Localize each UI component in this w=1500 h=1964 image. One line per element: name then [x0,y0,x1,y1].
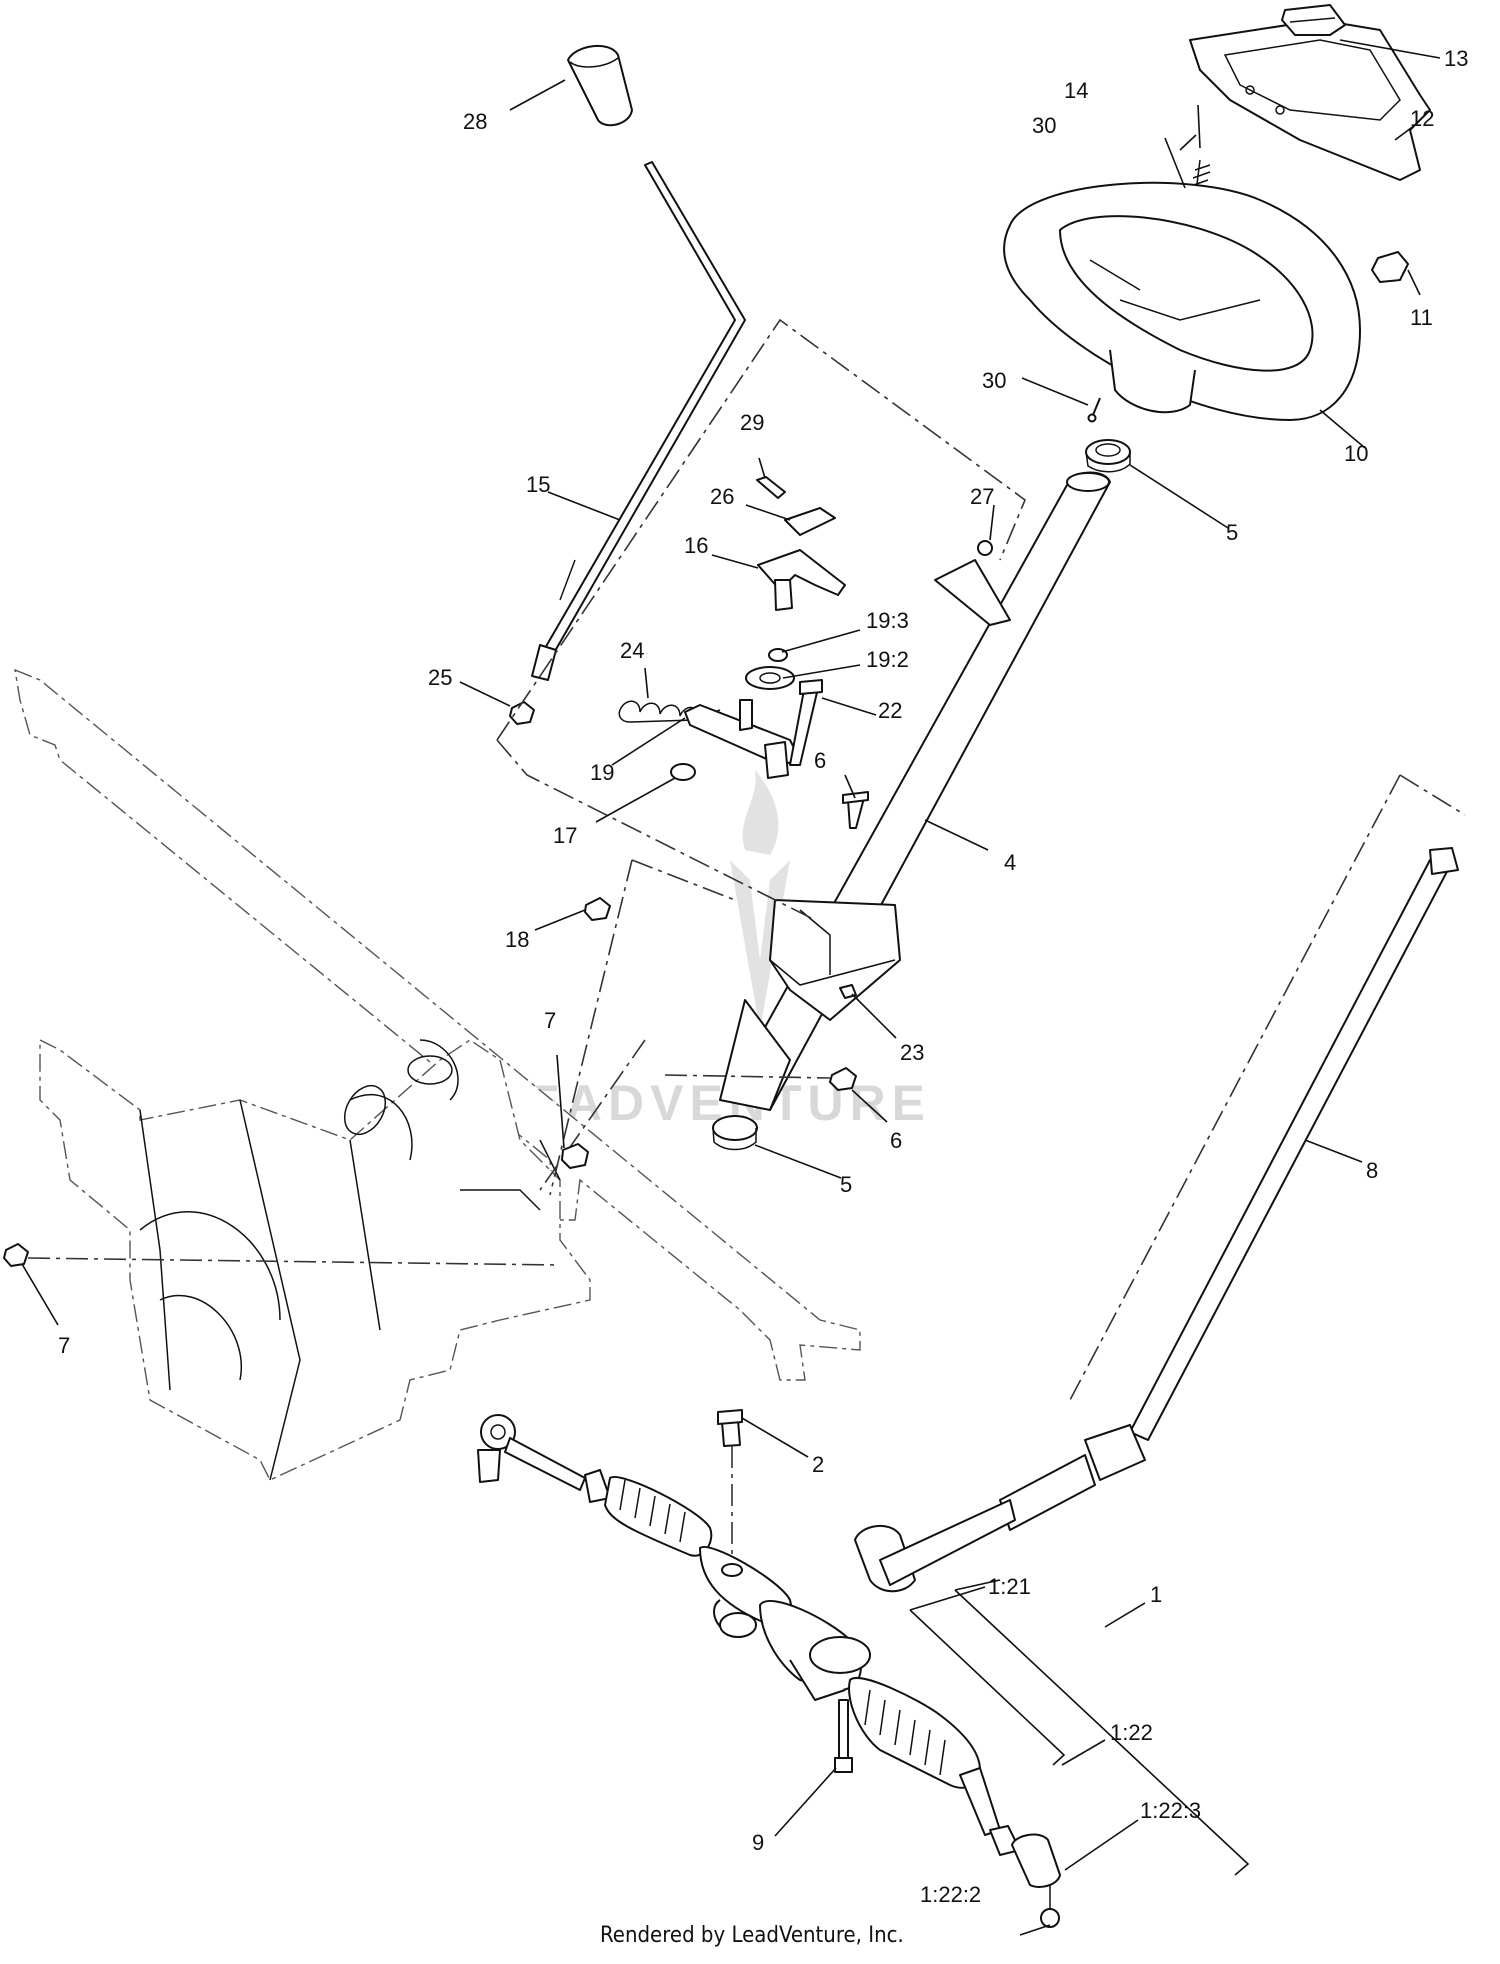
callout-17: 17 [553,823,577,848]
callout-2: 2 [812,1452,824,1477]
footer-credit: Rendered by LeadVenture, Inc. [600,1923,904,1948]
callout-5a: 5 [1226,520,1238,545]
nut-25 [509,701,535,725]
callout-labels: 13 14 12 30 28 11 30 10 29 15 26 27 5 16… [58,46,1468,1907]
steering-wheel [1003,181,1361,421]
center-cap [1281,4,1346,36]
bolt-22 [789,679,823,766]
callout-13: 13 [1444,46,1468,71]
callout-12: 12 [1410,106,1434,131]
callout-9: 9 [752,1830,764,1855]
nut-7b [3,1243,561,1267]
steering-shaft [1069,774,1466,1441]
screw-30b [1087,397,1101,423]
callout-8: 8 [1366,1158,1378,1183]
chassis-frame [14,668,861,1481]
callout-4: 4 [1004,850,1016,875]
shift-lever [531,161,746,681]
bolt-29 [756,476,786,499]
nut-18 [584,897,611,921]
shift-knob [567,44,633,127]
callout-1-21: 1:21 [988,1574,1031,1599]
nut-7a [561,1143,589,1169]
callout-1-22-3: 1:22:3 [1140,1798,1201,1823]
callout-22: 22 [878,698,902,723]
callout-5b: 5 [840,1172,852,1197]
callout-30a: 30 [1032,113,1056,138]
lever-arm-19 [684,699,801,779]
nut-11 [1371,251,1409,283]
lever-16 [757,549,846,611]
callout-19: 19 [590,760,614,785]
callout-27: 27 [970,484,994,509]
universal-joint [854,1424,1146,1593]
nut-6b [829,1067,857,1091]
callout-1-22-2: 1:22:2 [920,1882,981,1907]
steering-rack [477,1414,1061,1928]
bracket-27 [934,540,1011,626]
callout-23: 23 [900,1040,924,1065]
lever-assembly-phantom [496,318,1026,921]
wheel-cover [1189,19,1431,181]
plate-26 [784,507,836,536]
callout-30b: 30 [982,368,1006,393]
bolt-9 [834,1699,853,1773]
callout-15: 15 [526,472,550,497]
callout-24: 24 [620,638,644,663]
bushing-5a [1085,439,1131,473]
callout-16: 16 [684,533,708,558]
bolt-2 [717,1409,743,1577]
bolt-6a [842,791,869,829]
callout-7b: 7 [58,1333,70,1358]
callout-14: 14 [1064,78,1088,103]
nut-17 [670,763,696,781]
callout-6b: 6 [890,1128,902,1153]
callout-25: 25 [428,665,452,690]
callout-29: 29 [740,410,764,435]
callout-11: 11 [1410,305,1433,330]
callout-18: 18 [505,927,529,952]
callout-6a: 6 [814,748,826,773]
assembly-brackets [909,1579,1250,1876]
callout-1-22: 1:22 [1110,1720,1153,1745]
callout-10: 10 [1344,441,1368,466]
callout-28: 28 [463,109,487,134]
steering-column [719,471,1111,1111]
washer-19-2 [745,666,795,690]
callout-26: 26 [710,484,734,509]
callout-19-2: 19:2 [866,647,909,672]
leader-lines [21,39,1441,1936]
bushing-5b [712,1115,758,1151]
callout-19-3: 19:3 [866,608,909,633]
callout-7a: 7 [544,1008,556,1033]
callout-1: 1 [1150,1582,1162,1607]
